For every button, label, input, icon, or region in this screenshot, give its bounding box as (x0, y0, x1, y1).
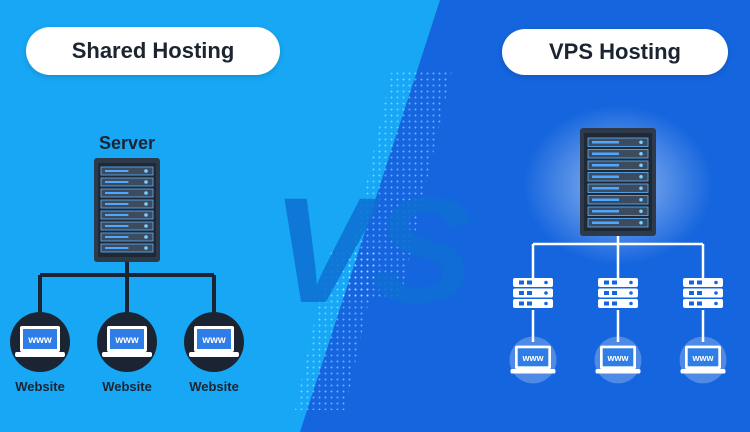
drive-bay (100, 243, 154, 253)
drive-bay (587, 137, 649, 147)
drive-bay (587, 149, 649, 159)
drive-bay (587, 183, 649, 193)
shared-server-icon (94, 158, 160, 262)
laptop-screen-text: www (691, 353, 714, 363)
laptop-screen-text: www (27, 335, 52, 346)
drive-bay (100, 166, 154, 176)
laptop-screen-text: www (521, 353, 544, 363)
laptop-screen-text: www (114, 335, 139, 346)
dot-pattern-bottom (295, 250, 380, 410)
vps-host-server-icon (580, 128, 656, 236)
shared-connector-lines (38, 262, 216, 312)
website-laptop-icon: www (594, 336, 642, 384)
laptop-screen-text: www (201, 335, 226, 346)
drive-bay (100, 188, 154, 198)
drive-bay (587, 206, 649, 216)
virtual-server-icon (598, 278, 638, 308)
drive-bay (100, 221, 154, 231)
virtual-server-icon (683, 278, 723, 308)
drive-bay (587, 172, 649, 182)
website-laptop-icon: www (509, 336, 557, 384)
website-label: Website (15, 379, 65, 394)
website-laptop-icon: www (97, 312, 157, 372)
vps-connector-lines (531, 236, 705, 342)
website-label: Website (189, 379, 239, 394)
website-laptop-icon: www (184, 312, 244, 372)
dot-pattern-top (340, 70, 452, 300)
laptop-screen-text: www (606, 353, 629, 363)
website-label: Website (102, 379, 152, 394)
virtual-server-icon (513, 278, 553, 308)
server-label: Server (99, 133, 155, 153)
vps-hosting-title: VPS Hosting (502, 29, 728, 75)
drive-bay (587, 160, 649, 170)
drive-bay (100, 232, 154, 242)
drive-bay (100, 177, 154, 187)
drive-bay (100, 199, 154, 209)
website-laptop-icon: www (10, 312, 70, 372)
drive-bay (100, 210, 154, 220)
versus-text: VS (272, 166, 472, 334)
drive-bay (587, 218, 649, 228)
website-laptop-icon: www (679, 336, 727, 384)
shared-hosting-title: Shared Hosting (26, 27, 280, 75)
drive-bay (587, 195, 649, 205)
